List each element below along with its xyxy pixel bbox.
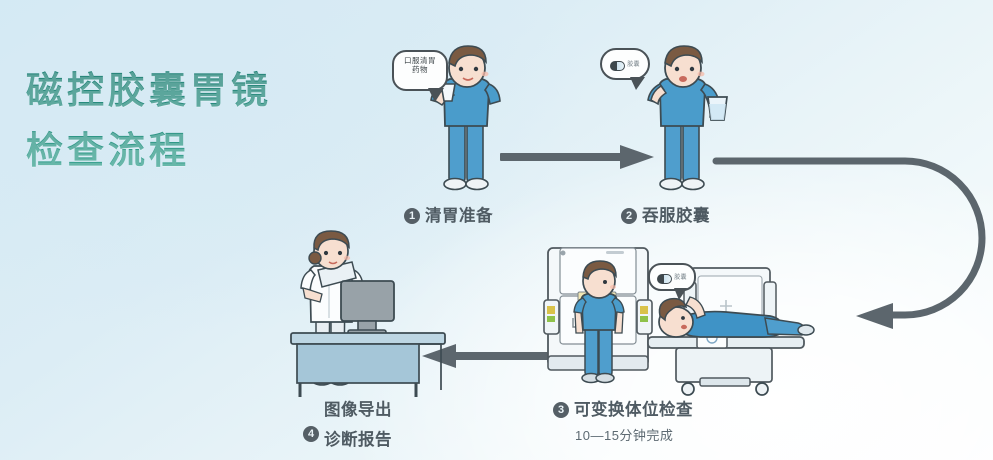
capsule-icon: [657, 273, 673, 284]
step-number-badge-2: 2: [621, 208, 637, 224]
title-line-2: 检查流程: [26, 130, 190, 172]
title-line-1: 磁控胶囊胃镜: [26, 70, 272, 111]
step-label-2: 吞服胶囊: [642, 207, 710, 225]
step-caption-4: 4 图像导出 诊断报告: [303, 396, 392, 450]
page-title: 磁控胶囊胃镜 检查流程: [26, 66, 272, 177]
step-number-badge-4: 4: [303, 426, 319, 443]
speech-bubble-step3: 胶囊: [648, 263, 696, 300]
speech-bubble-step1: 口服清胃 药物: [392, 50, 448, 102]
step-caption-3: 3 可变换体位检查 10—15分钟完成: [553, 396, 693, 444]
arrow-step1-to-step2: [500, 145, 654, 169]
desktop-monitor: [340, 280, 395, 337]
arrow-step3-to-step4: [422, 344, 560, 368]
step-number-badge-3: 3: [553, 402, 569, 418]
figure-patient-standing: [573, 260, 625, 384]
step-label-1: 清胃准备: [425, 207, 493, 225]
step-caption-1: 1 清胃准备: [404, 202, 493, 226]
bubble-caption-step2: 胶囊: [627, 62, 640, 69]
speech-bubble-step2: 胶囊: [600, 48, 650, 90]
step-label-4-line-1: 图像导出: [324, 401, 392, 419]
step-label-4-line-2: 诊断报告: [324, 431, 392, 449]
bubble-line-1: 口服清胃: [404, 56, 436, 65]
bubble-line-2: 药物: [412, 64, 428, 74]
bubble-caption-step3: 胶囊: [674, 275, 687, 282]
figure-patient-lying: [658, 296, 815, 338]
figure-person-swallowing-capsule: [647, 45, 728, 191]
arrow-step2-to-step3: [712, 157, 986, 329]
capsule-icon: [610, 60, 626, 71]
step-caption-2: 2 吞服胶囊: [621, 202, 710, 226]
step-label-3: 可变换体位检查: [574, 401, 693, 419]
step-number-badge-1: 1: [404, 208, 420, 224]
step-sublabel-3: 10—15分钟完成: [575, 428, 674, 443]
office-desk: [290, 332, 446, 397]
scene-doctor-desk: [290, 230, 446, 397]
